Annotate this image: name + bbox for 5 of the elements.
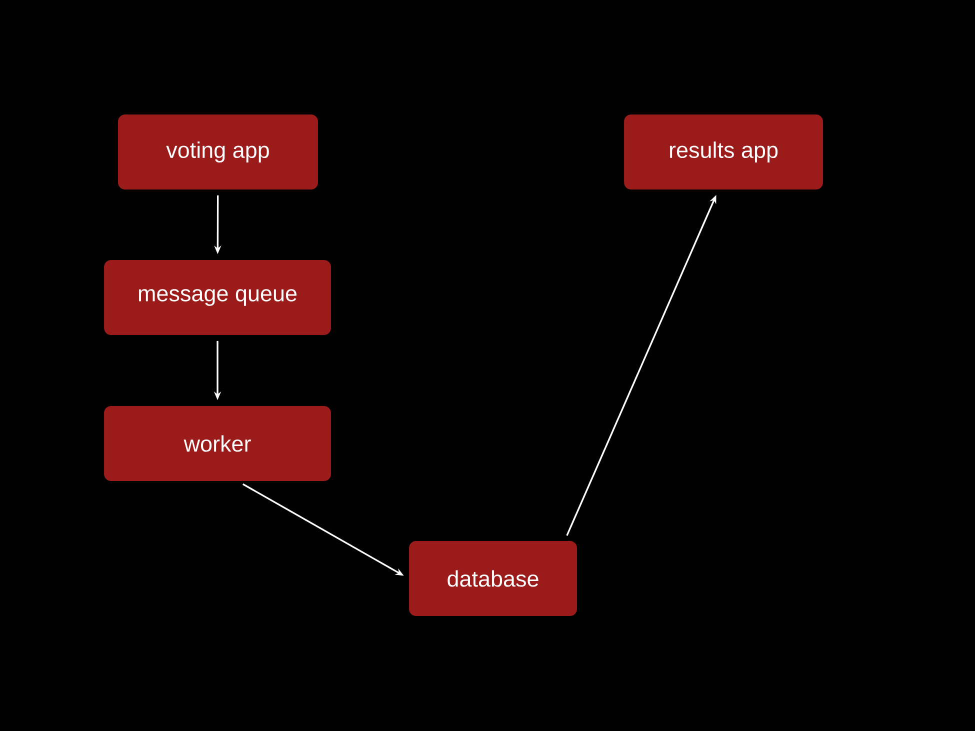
process-box: database bbox=[409, 541, 577, 616]
process-box: message queue bbox=[104, 260, 332, 336]
process-box: worker bbox=[104, 406, 332, 482]
process-box: results app bbox=[624, 114, 824, 190]
process-box: voting app bbox=[118, 114, 318, 190]
